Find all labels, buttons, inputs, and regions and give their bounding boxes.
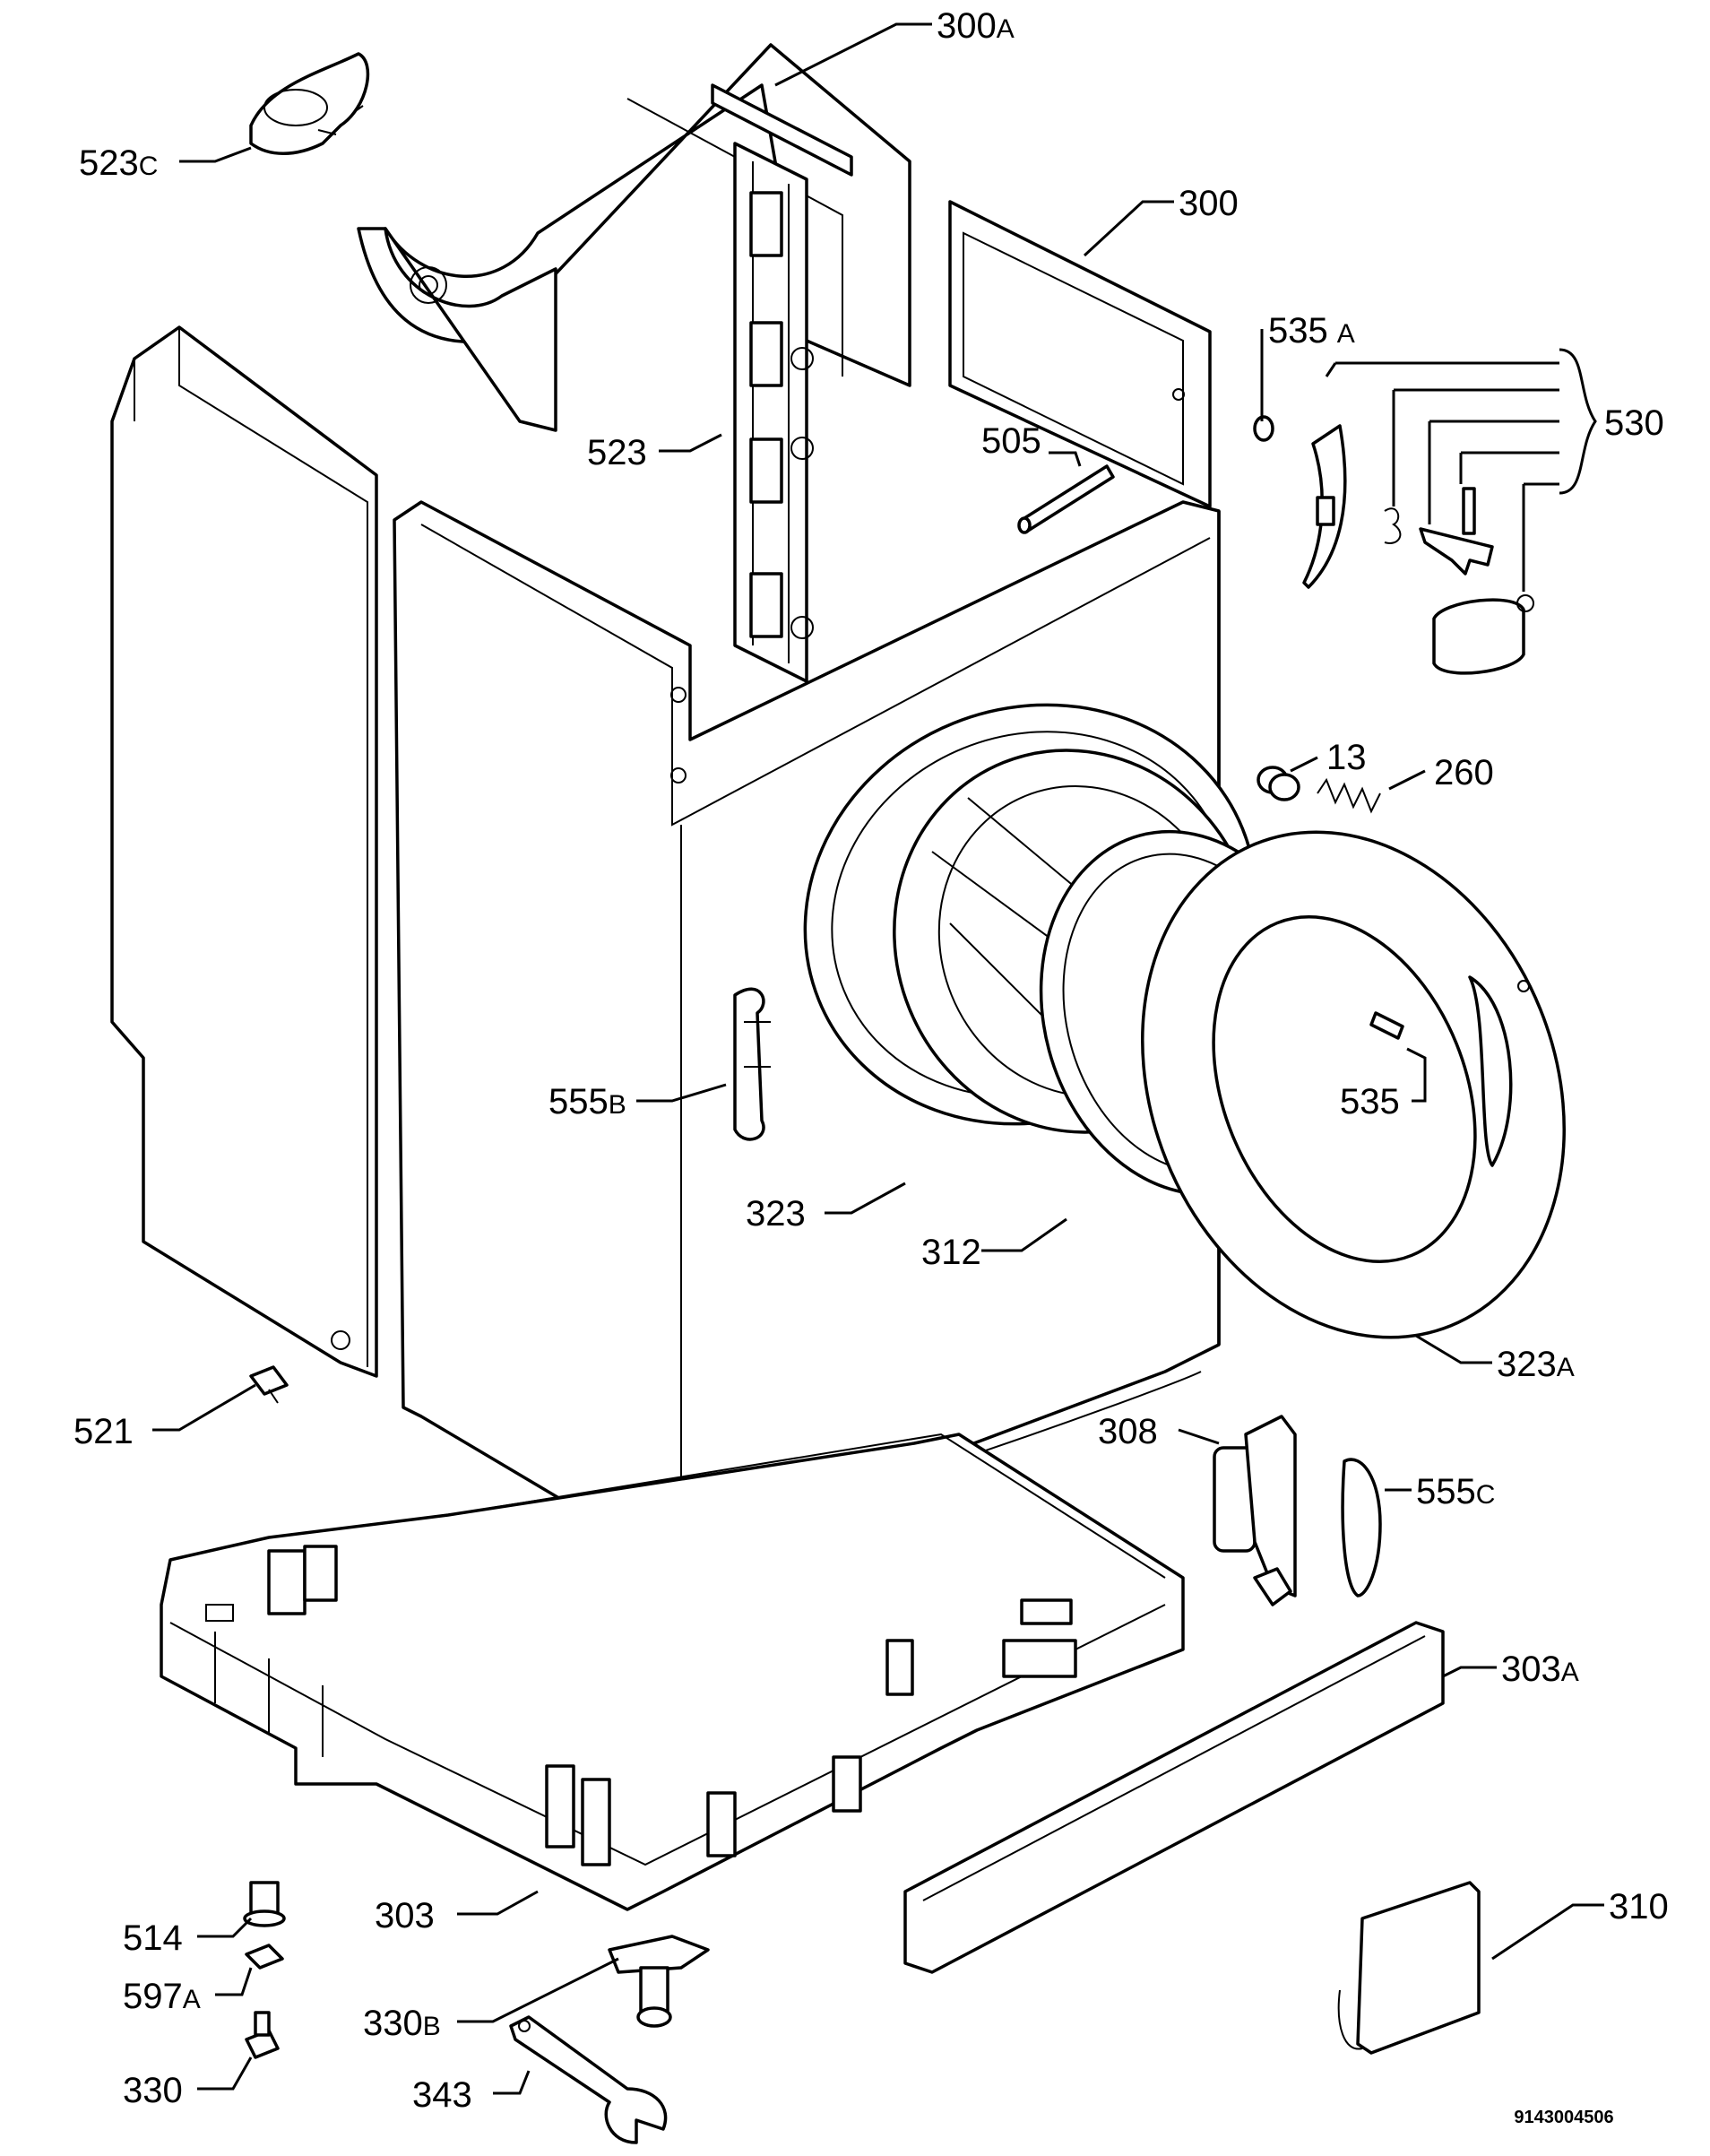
- label-523c: 523C: [79, 143, 158, 183]
- top-frame-part: [357, 43, 911, 432]
- clip-part: [249, 52, 370, 155]
- label-308: 308: [1098, 1412, 1158, 1451]
- label-535: 535: [1340, 1082, 1400, 1121]
- label-514: 514: [123, 1918, 183, 1958]
- label-13: 13: [1326, 738, 1367, 777]
- label-343: 343: [412, 2075, 472, 2115]
- label-323a: 323A: [1497, 1345, 1575, 1384]
- screw-330-part: [245, 2011, 280, 2059]
- wrench-part: [509, 2015, 668, 2144]
- label-555c: 555C: [1416, 1472, 1495, 1511]
- nut-597a-part: [245, 1944, 284, 1970]
- left-side-panel: [110, 325, 378, 1378]
- screw-514-part: [243, 1881, 286, 1927]
- door-frame-part: [1141, 830, 1566, 1339]
- label-300a: 300A: [937, 6, 1015, 46]
- label-312: 312: [921, 1233, 981, 1272]
- label-530: 530: [1604, 403, 1664, 443]
- label-260: 260: [1434, 753, 1494, 792]
- hinge-part: [1213, 1415, 1297, 1606]
- screw-521-part: [249, 1365, 289, 1404]
- service-flap-part: [1337, 1881, 1481, 2055]
- label-303: 303: [375, 1896, 435, 1935]
- handle-recess-part: [733, 987, 771, 1141]
- label-303a: 303A: [1501, 1649, 1579, 1689]
- label-300: 300: [1179, 184, 1239, 223]
- label-310: 310: [1609, 1887, 1669, 1927]
- document-code: 9143004506: [1514, 2108, 1613, 2127]
- kickplate-part: [903, 1621, 1445, 1974]
- label-330b: 330B: [363, 2004, 441, 2043]
- foot-part: [608, 1935, 710, 2028]
- label-555b: 555B: [548, 1082, 626, 1121]
- rear-panel-part: [948, 200, 1212, 508]
- base-frame-part: [160, 1433, 1185, 1911]
- cover-part: [1341, 1458, 1382, 1598]
- rear-strut-part: [733, 142, 814, 683]
- spring-part: [1257, 766, 1381, 814]
- label-323: 323: [746, 1194, 806, 1234]
- rod-part: [1017, 464, 1115, 534]
- label-523: 523: [587, 433, 647, 472]
- leader-lines: [152, 22, 1604, 2095]
- label-521: 521: [73, 1412, 134, 1451]
- label-505: 505: [981, 421, 1041, 461]
- label-597a: 597A: [123, 1977, 201, 2016]
- label-330: 330: [123, 2071, 183, 2110]
- door-latch-assembly: [1253, 415, 1534, 675]
